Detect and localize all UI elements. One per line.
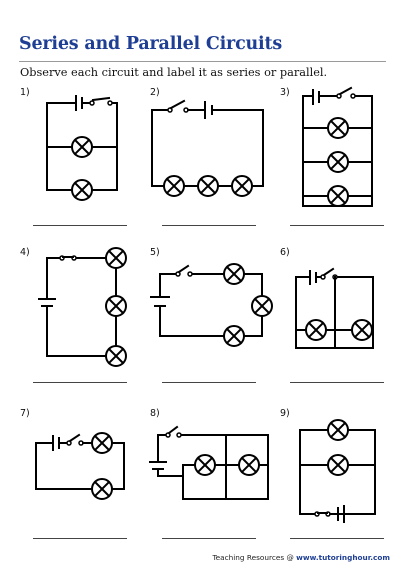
bulb-icon (351, 319, 373, 341)
problem-number-4: 4) (20, 247, 30, 258)
bulb-icon (327, 185, 349, 207)
bulb-icon (91, 432, 113, 454)
bulb-icon (71, 136, 93, 158)
footer-url[interactable]: www.tutoringhour.com (296, 553, 390, 562)
bulb-icon (327, 454, 349, 476)
answer-line-7[interactable] (33, 538, 127, 539)
answer-line-5[interactable] (162, 382, 256, 383)
bulb-icon (327, 117, 349, 139)
answer-line-8[interactable] (162, 538, 256, 539)
bulb-icon (238, 454, 260, 476)
answer-line-2[interactable] (162, 225, 256, 226)
bulb-icon (231, 175, 253, 197)
problem-number-7: 7) (20, 408, 30, 419)
problem-number-1: 1) (20, 87, 30, 98)
footer-credit: Teaching Resources @ www.tutoringhour.co… (212, 553, 390, 562)
bulb-icon (251, 295, 273, 317)
answer-line-4[interactable] (33, 382, 127, 383)
bulb-icon (223, 263, 245, 285)
problem-number-9: 9) (280, 408, 290, 419)
problem-number-8: 8) (150, 408, 160, 419)
bulb-icon (105, 345, 127, 367)
bulb-icon (163, 175, 185, 197)
bulb-icon (327, 419, 349, 441)
problem-number-2: 2) (150, 87, 160, 98)
bulb-icon (223, 325, 245, 347)
answer-line-6[interactable] (290, 382, 384, 383)
instructions-text: Observe each circuit and label it as ser… (20, 66, 328, 79)
problem-number-6: 6) (280, 247, 290, 258)
bulb-icon (327, 151, 349, 173)
answer-line-1[interactable] (33, 225, 127, 226)
bulb-icon (197, 175, 219, 197)
bulb-icon (91, 478, 113, 500)
problem-number-3: 3) (280, 87, 290, 98)
answer-line-9[interactable] (290, 538, 384, 539)
title-divider (19, 61, 386, 62)
bulb-icon (105, 295, 127, 317)
footer-label: Teaching Resources @ (212, 553, 297, 562)
bulb-icon (305, 319, 327, 341)
worksheet-title: Series and Parallel Circuits (19, 34, 283, 54)
bulb-icon (71, 179, 93, 201)
answer-line-3[interactable] (290, 225, 384, 226)
problem-number-5: 5) (150, 247, 160, 258)
bulb-icon (105, 247, 127, 269)
bulb-icon (194, 454, 216, 476)
